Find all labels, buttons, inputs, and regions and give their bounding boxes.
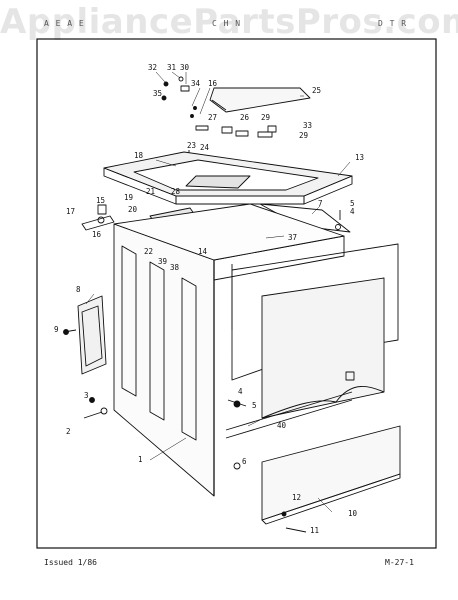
callout-12: 12 [292, 493, 301, 502]
callout-21: 21 [146, 187, 155, 196]
callout-14: 14 [198, 247, 208, 256]
callout-30: 30 [180, 63, 190, 72]
side-rib [181, 277, 197, 441]
side-rib [149, 261, 165, 421]
callout-18: 18 [134, 151, 144, 160]
header-right-code: D T R [378, 19, 408, 28]
front-panel [261, 277, 385, 419]
drawing-border [36, 38, 437, 549]
access-door [77, 295, 107, 375]
clip-part [178, 76, 184, 82]
hinge-part [195, 125, 209, 131]
callout-5: 5 [252, 401, 257, 410]
header-left-code: A E A E [44, 19, 85, 28]
callout-15: 15 [96, 196, 105, 205]
clip-part [345, 371, 355, 381]
header-mid-code: C H N [212, 19, 242, 28]
side-rib [121, 245, 137, 397]
kick-panel [261, 425, 401, 521]
page-code: M-27-1 [385, 558, 414, 567]
callout-2: 2 [66, 427, 71, 436]
screw-11 [285, 527, 307, 533]
bracket-left [97, 204, 107, 215]
callout-27: 27 [208, 113, 217, 122]
callout-16: 16 [92, 230, 102, 239]
callout-34: 34 [191, 79, 201, 88]
callout-40: 40 [277, 421, 287, 430]
callout-38: 38 [170, 263, 180, 272]
callout-29: 29 [299, 131, 308, 140]
callout-19: 19 [124, 193, 133, 202]
screw-3 [89, 397, 95, 403]
callout-20: 20 [128, 205, 138, 214]
bracket-part [180, 85, 190, 92]
left-bracket-bar [81, 215, 115, 231]
callout-39: 39 [158, 257, 167, 266]
callout-4: 4 [350, 207, 355, 216]
screw-part [161, 95, 167, 101]
switch-part [257, 131, 273, 138]
callout-26: 26 [240, 113, 250, 122]
callout-33: 33 [303, 121, 312, 130]
callout-35: 35 [153, 89, 162, 98]
callout-13: 13 [355, 153, 364, 162]
top-cover-plate [209, 87, 311, 113]
callout-31: 31 [167, 63, 176, 72]
watermark: AppliancePartsPros.com [0, 2, 458, 42]
screw-6 [233, 462, 241, 470]
callout-8: 8 [76, 285, 81, 294]
callout-7: 7 [318, 199, 323, 208]
callout-16: 16 [208, 79, 218, 88]
latch-part [235, 130, 249, 137]
callout-1: 1 [138, 455, 143, 464]
callout-37: 37 [288, 233, 297, 242]
callout-3: 3 [84, 391, 89, 400]
callout-29: 29 [261, 113, 270, 122]
screw-part [163, 81, 169, 87]
hinge-part [221, 126, 233, 134]
screw-2 [83, 411, 103, 419]
callout-32: 32 [148, 63, 157, 72]
issued-date: Issued 1/86 [44, 558, 97, 567]
cross-rail [225, 391, 353, 431]
callout-17: 17 [66, 207, 75, 216]
callout-11: 11 [310, 526, 319, 535]
callout-24: 24 [200, 143, 210, 152]
callout-10: 10 [348, 509, 358, 518]
callout-25: 25 [312, 86, 321, 95]
callout-4: 4 [238, 387, 243, 396]
callout-5: 5 [350, 199, 355, 208]
callout-23: 23 [187, 141, 196, 150]
callout-9: 9 [54, 325, 59, 334]
callout-22: 22 [144, 247, 153, 256]
callout-28: 28 [171, 187, 181, 196]
callout-6: 6 [242, 457, 247, 466]
